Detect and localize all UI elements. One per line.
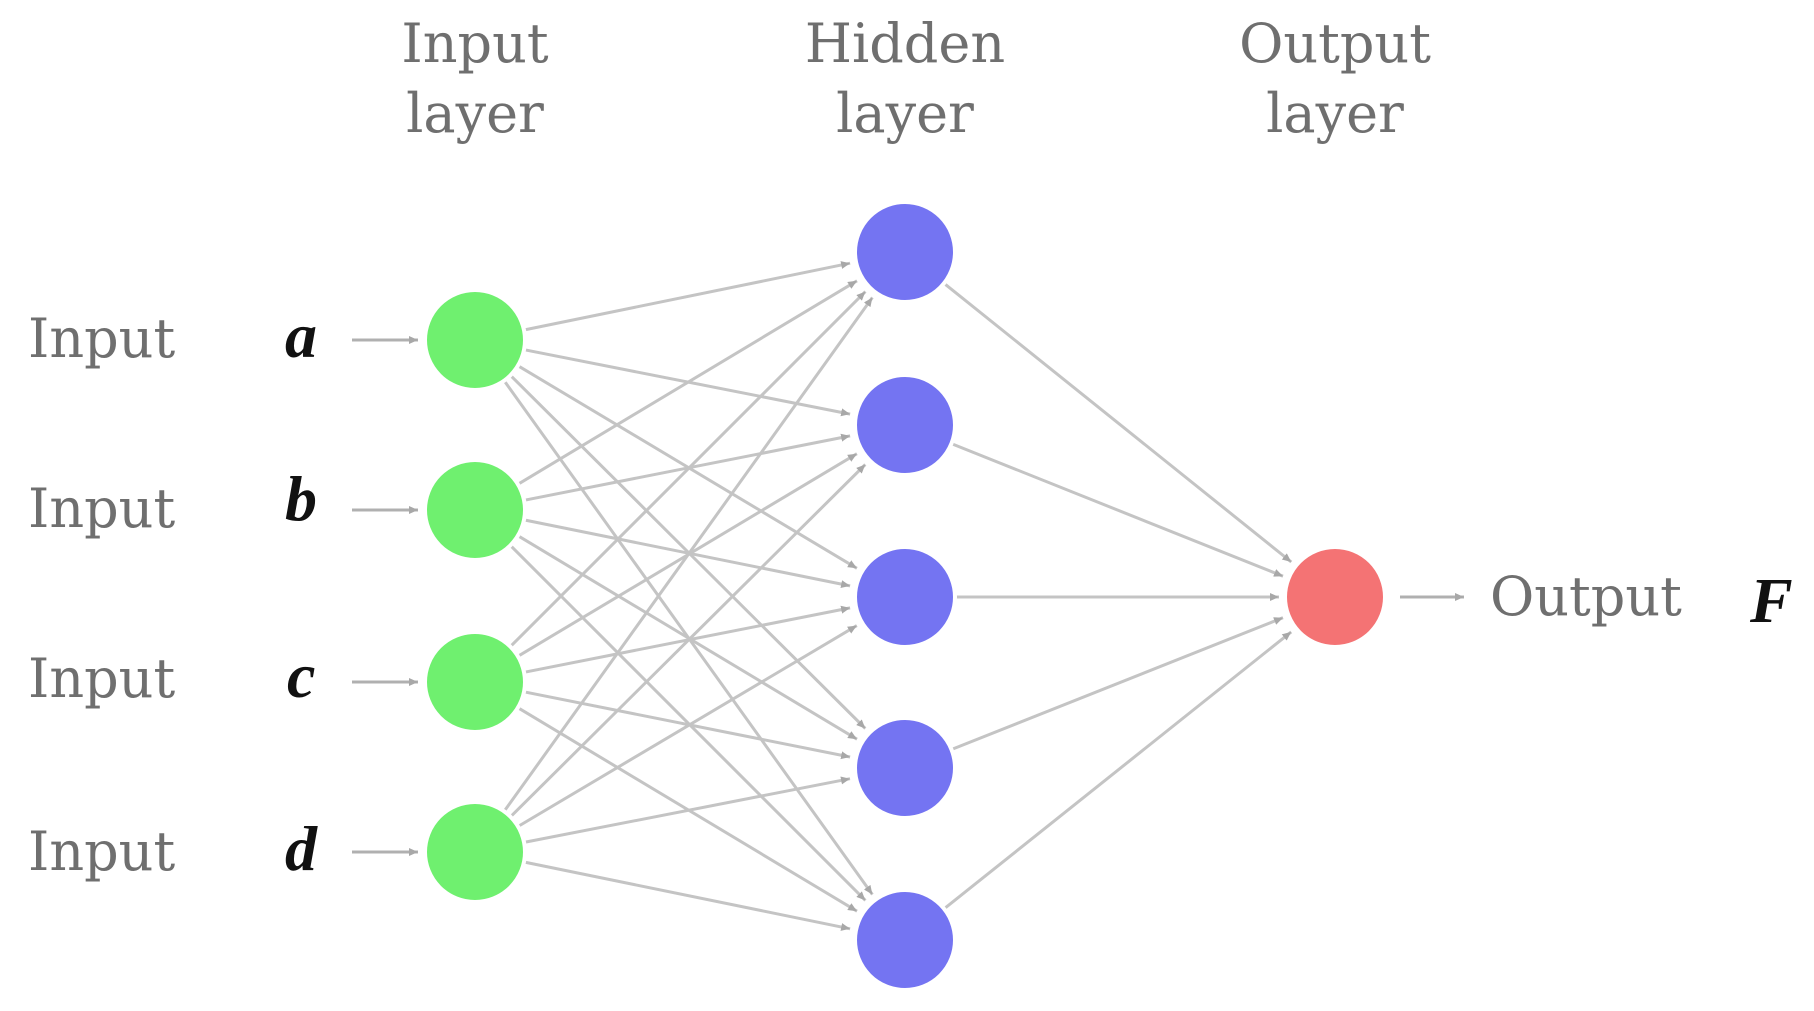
edge-l1-1-to-0 xyxy=(950,442,1284,578)
edge-l0-3-to-2 xyxy=(517,624,858,828)
input-node-1 xyxy=(423,288,527,392)
input-variable-c: c xyxy=(287,640,315,711)
hidden-layer-title-line1: Hidden xyxy=(805,12,1005,75)
output-label: Output xyxy=(1490,565,1682,628)
connection-edges xyxy=(502,261,1293,931)
input-node-4 xyxy=(423,800,527,904)
input-label: Input xyxy=(28,647,175,710)
edge-l0-2-to-3 xyxy=(523,690,851,760)
input-label: Input xyxy=(28,477,175,540)
input-layer-title-line1: Input xyxy=(401,12,548,75)
edge-l0-2-to-0 xyxy=(509,290,867,648)
output-node-1 xyxy=(1283,545,1387,649)
edge-l1-4-to-0 xyxy=(943,630,1293,910)
network-nodes xyxy=(423,200,1387,992)
hidden-node-2 xyxy=(853,373,957,477)
hidden-node-3 xyxy=(853,545,957,649)
hidden-node-5 xyxy=(853,888,957,992)
input-variable-a: a xyxy=(285,300,317,371)
output-variable-f: F xyxy=(1749,565,1793,636)
edge-l0-1-to-2 xyxy=(523,518,851,589)
edge-l0-3-to-3 xyxy=(523,776,851,844)
input-row-d: Input d xyxy=(28,813,418,884)
input-row-b: Input b xyxy=(28,463,418,540)
input-node-3 xyxy=(423,630,527,734)
edge-l1-0-to-0 xyxy=(943,282,1293,564)
hidden-node-4 xyxy=(853,716,957,820)
edge-l0-3-to-1 xyxy=(509,463,867,818)
edge-l1-3-to-0 xyxy=(950,616,1284,751)
input-label: Input xyxy=(28,820,175,883)
input-label: Input xyxy=(28,307,175,370)
edge-l0-1-to-0 xyxy=(517,279,858,486)
input-node-2 xyxy=(423,458,527,562)
edge-l0-0-to-0 xyxy=(523,261,851,332)
edge-l0-3-to-0 xyxy=(502,296,874,813)
output-layer-title-line1: Output xyxy=(1239,12,1431,75)
input-row-c: Input c xyxy=(28,640,418,711)
output-layer-title-line2: layer xyxy=(1266,82,1404,145)
hidden-node-1 xyxy=(853,200,957,304)
input-variable-b: b xyxy=(285,463,317,534)
input-variable-d: d xyxy=(285,813,318,884)
hidden-layer-title-line2: layer xyxy=(836,82,974,145)
edge-l0-1-to-4 xyxy=(509,544,867,902)
input-layer-title-line2: layer xyxy=(406,82,544,145)
input-row-a: Input a xyxy=(28,300,418,371)
edge-l0-1-to-3 xyxy=(517,534,858,741)
edge-l0-3-to-4 xyxy=(523,860,851,931)
